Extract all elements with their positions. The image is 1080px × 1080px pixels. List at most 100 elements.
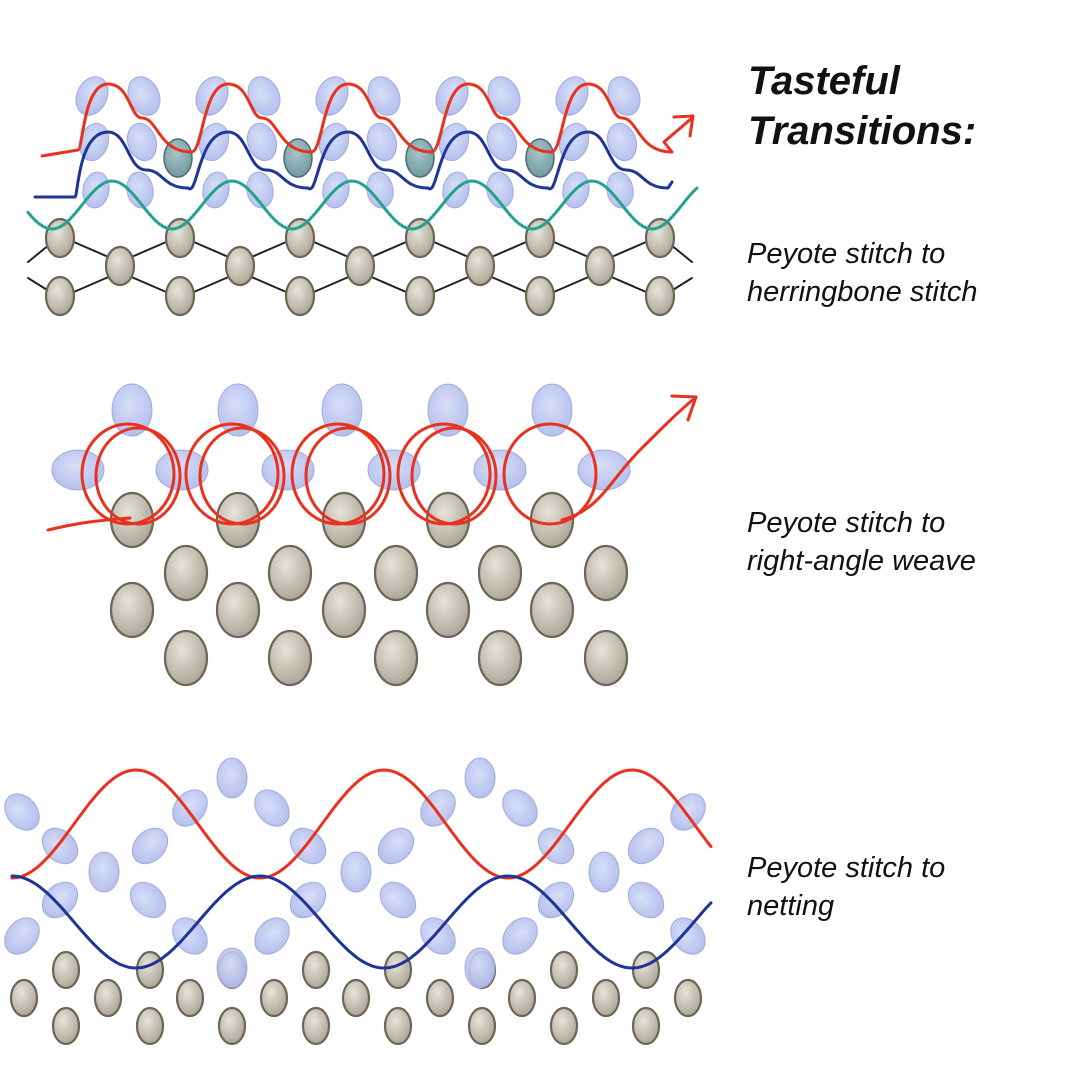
base-bead bbox=[267, 629, 313, 687]
new-bead bbox=[41, 881, 79, 919]
thread-teal bbox=[26, 179, 699, 231]
page-title: Tasteful Transitions: bbox=[748, 56, 976, 156]
base-bead bbox=[644, 275, 676, 317]
base-bead bbox=[373, 629, 419, 687]
base-bead bbox=[51, 950, 81, 990]
base-bead bbox=[341, 978, 371, 1018]
caption-herringbone: Peyote stitch to herringbone stitch bbox=[747, 235, 978, 311]
base-bead bbox=[549, 950, 579, 990]
thread-loop bbox=[410, 426, 498, 526]
new-bead bbox=[473, 449, 527, 491]
base-bead bbox=[464, 245, 496, 287]
base-bead bbox=[44, 217, 76, 259]
base-bead bbox=[104, 245, 136, 287]
new-bead bbox=[4, 917, 40, 955]
new-bead bbox=[367, 76, 401, 116]
caption-line-2: herringbone stitch bbox=[747, 276, 978, 308]
base-bead bbox=[529, 581, 575, 639]
new-bead bbox=[246, 122, 278, 162]
base-bead bbox=[425, 581, 471, 639]
base-bead bbox=[164, 275, 196, 317]
new-bead bbox=[51, 449, 105, 491]
base-bead bbox=[215, 581, 261, 639]
caption-line-2: netting bbox=[747, 890, 835, 922]
new-bead bbox=[127, 76, 161, 116]
base-bead bbox=[524, 275, 556, 317]
new-bead bbox=[4, 793, 40, 831]
new-bead bbox=[588, 851, 620, 893]
thread-red bbox=[10, 768, 713, 880]
thread-arrowhead bbox=[670, 394, 698, 422]
new-bead bbox=[289, 881, 327, 919]
base-bead bbox=[383, 1006, 413, 1046]
base-bead bbox=[583, 544, 629, 602]
new-bead bbox=[198, 122, 230, 162]
thread-loop bbox=[94, 426, 182, 526]
base-bead bbox=[673, 978, 703, 1018]
base-bead bbox=[477, 544, 523, 602]
new-bead bbox=[155, 449, 209, 491]
caption-line-1: Peyote stitch to bbox=[747, 507, 946, 539]
caption-line-2: right-angle weave bbox=[747, 545, 976, 577]
new-bead bbox=[531, 383, 573, 437]
base-bead bbox=[549, 1006, 579, 1046]
caption-line-1: Peyote stitch to bbox=[747, 852, 946, 884]
new-bead bbox=[577, 449, 631, 491]
right-angle-weave-diagram bbox=[46, 383, 698, 687]
new-bead bbox=[131, 827, 169, 865]
base-bead bbox=[267, 544, 313, 602]
base-bead bbox=[383, 950, 413, 990]
thread-loop bbox=[198, 426, 286, 526]
base-bead bbox=[507, 978, 537, 1018]
base-bead bbox=[584, 245, 616, 287]
base-bead bbox=[301, 1006, 331, 1046]
thread-blue bbox=[10, 874, 713, 970]
new-bead bbox=[487, 76, 521, 116]
base-bead bbox=[135, 1006, 165, 1046]
new-bead bbox=[607, 76, 641, 116]
base-bead bbox=[93, 978, 123, 1018]
thread-red bbox=[40, 82, 694, 158]
base-bead bbox=[217, 1006, 247, 1046]
base-bead bbox=[9, 978, 39, 1018]
new-bead bbox=[537, 881, 575, 919]
base-bead bbox=[404, 275, 436, 317]
title-line-1: Tasteful bbox=[748, 59, 900, 103]
base-bead bbox=[467, 1006, 497, 1046]
thread-blue bbox=[33, 130, 674, 199]
new-bead bbox=[318, 122, 350, 162]
new-bead bbox=[126, 122, 158, 162]
new-bead bbox=[379, 881, 417, 919]
new-bead bbox=[464, 757, 496, 799]
herringbone-diagram bbox=[26, 76, 699, 317]
new-bead bbox=[216, 757, 248, 799]
base-bead bbox=[284, 275, 316, 317]
base-bead bbox=[284, 217, 316, 259]
netting-diagram bbox=[4, 757, 713, 1046]
thread-arrowhead bbox=[672, 114, 695, 138]
new-bead bbox=[88, 851, 120, 893]
new-bead bbox=[464, 947, 496, 989]
base-bead bbox=[631, 1006, 661, 1046]
thread-loop bbox=[502, 422, 598, 526]
base-bead bbox=[259, 978, 289, 1018]
caption-right-angle-weave: Peyote stitch to right-angle weave bbox=[747, 504, 976, 580]
base-bead bbox=[175, 978, 205, 1018]
thread-loop bbox=[304, 426, 392, 526]
base-bead bbox=[109, 581, 155, 639]
accent-bead bbox=[163, 138, 193, 178]
new-bead bbox=[627, 881, 665, 919]
caption-netting: Peyote stitch to netting bbox=[747, 849, 945, 925]
new-bead bbox=[627, 827, 665, 865]
caption-line-1: Peyote stitch to bbox=[747, 238, 946, 270]
accent-bead bbox=[283, 138, 313, 178]
new-bead bbox=[558, 122, 590, 162]
new-bead bbox=[420, 917, 456, 955]
new-bead bbox=[254, 917, 290, 955]
base-bead bbox=[135, 950, 165, 990]
base-bead bbox=[425, 978, 455, 1018]
new-bead bbox=[216, 947, 248, 989]
new-bead bbox=[366, 122, 398, 162]
base-bead bbox=[321, 581, 367, 639]
